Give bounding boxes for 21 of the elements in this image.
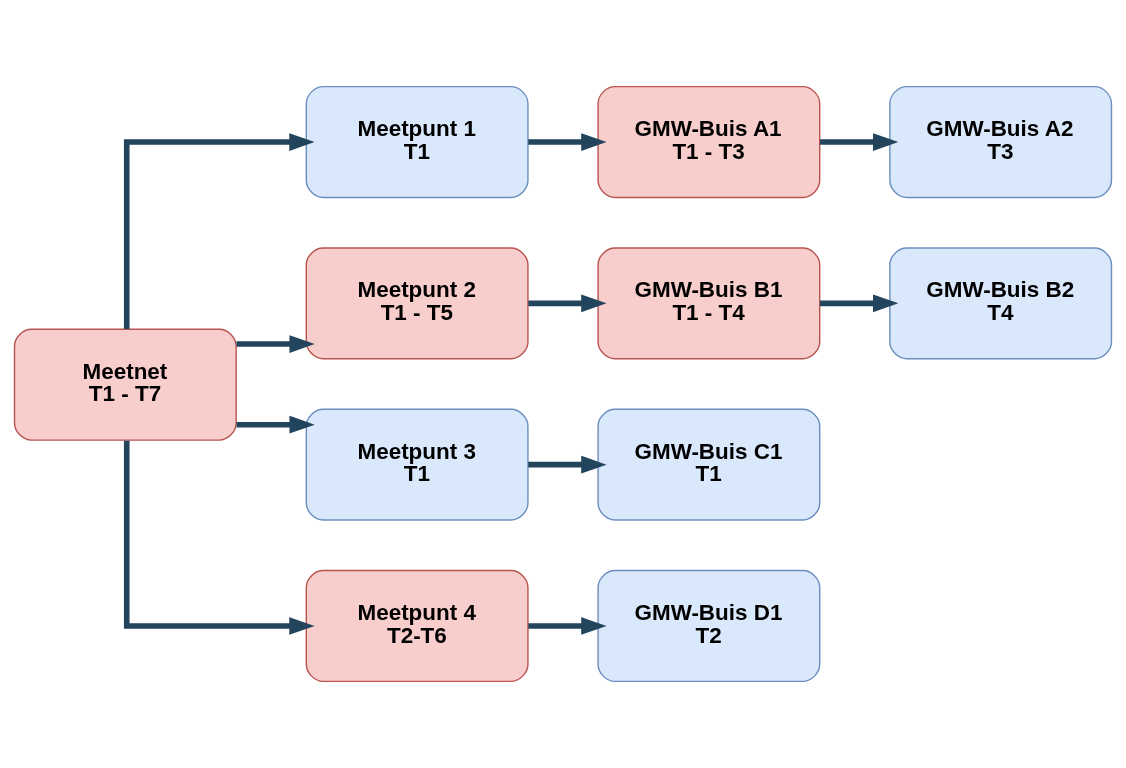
arrow	[528, 294, 607, 313]
node-box: Meetpunt 3 T1	[305, 408, 529, 521]
arrow	[528, 617, 607, 635]
arrow	[123, 133, 315, 330]
arrow	[236, 415, 315, 434]
node-box: GMW-Buis B2 T4	[889, 247, 1113, 360]
arrow	[528, 455, 607, 474]
node-box: GMW-Buis C1 T1	[597, 408, 821, 521]
arrow	[528, 133, 607, 151]
node-box: GMW-Buis B1 T1 - T4	[597, 247, 821, 360]
node-box: GMW-Buis A1 T1 - T3	[597, 85, 821, 199]
node-box: GMW-Buis A2 T3	[889, 85, 1113, 199]
arrow	[236, 335, 315, 353]
arrow	[820, 294, 899, 313]
node-box: Meetpunt 2 T1 - T5	[305, 247, 529, 360]
node-box: Meetpunt 1 T1	[305, 85, 529, 199]
arrow	[123, 440, 315, 635]
node-box: Meetpunt 4 T2-T6	[305, 569, 529, 683]
node-box: GMW-Buis D1 T2	[597, 569, 821, 683]
arrow	[820, 133, 899, 151]
node-box: Meetnet T1 - T7	[13, 328, 237, 441]
